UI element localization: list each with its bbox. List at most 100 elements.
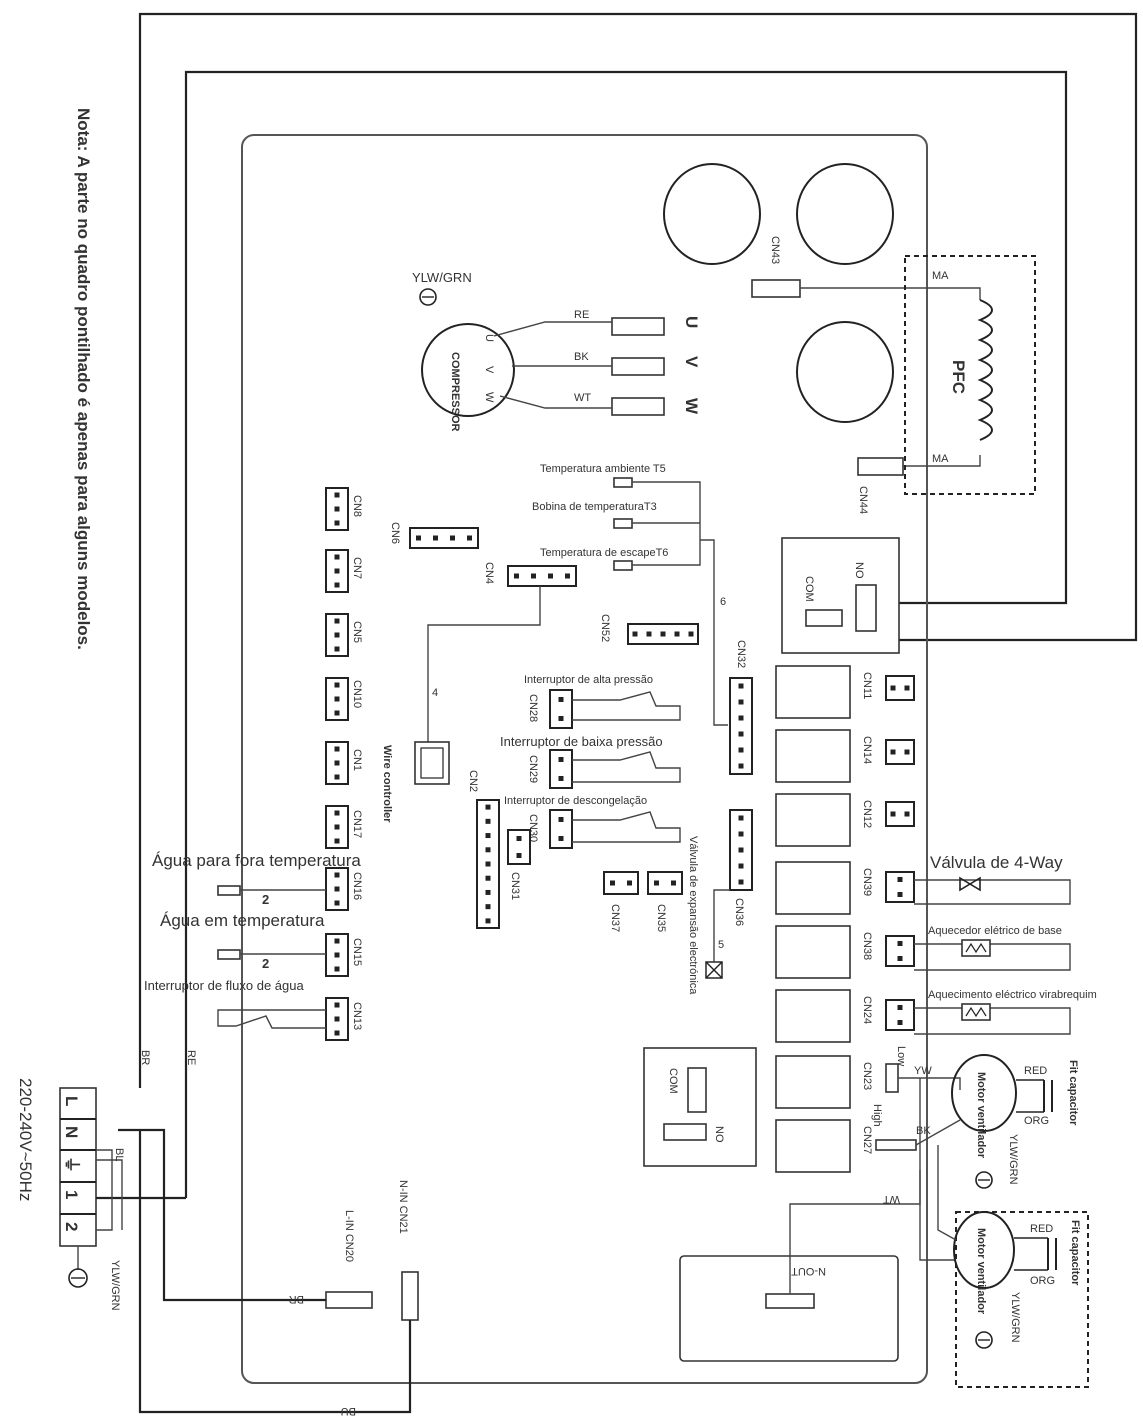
- sensor-t6-label: Temperatura de escapeT6: [540, 547, 668, 559]
- connector-pin: [897, 892, 903, 897]
- connector-pin: [890, 749, 896, 755]
- low-pressure-switch: [572, 751, 681, 783]
- connector-pin: [738, 831, 744, 837]
- cn5-label: CN5: [351, 621, 363, 643]
- connector-pin: [531, 573, 536, 579]
- compressor-v: V: [483, 366, 495, 374]
- cn43-ma-wire: [800, 287, 981, 300]
- connector-pin: [334, 1030, 340, 1036]
- connector-pin: [514, 573, 519, 579]
- re-label-main: RE: [185, 1050, 197, 1065]
- connector-pin: [558, 776, 564, 781]
- br-label-2: BR: [139, 1050, 151, 1065]
- connector-pin: [890, 685, 896, 691]
- compressor-u: U: [483, 334, 495, 342]
- connector-pin: [558, 836, 564, 841]
- connector-cn43-label: CN43: [769, 236, 781, 264]
- connector-pin: [904, 685, 910, 691]
- exp-valve-wire: [713, 889, 730, 962]
- relay-7: [775, 1055, 851, 1109]
- motor-low-terminal: [885, 1063, 899, 1093]
- compressor-ground-icon: [419, 288, 437, 306]
- relay-6: [775, 989, 851, 1043]
- connector-pin: [334, 710, 340, 716]
- terminal-1: 1: [62, 1190, 81, 1199]
- terminal-ground: ⏚: [62, 1156, 81, 1173]
- cn28-label: CN28: [527, 694, 539, 722]
- fan-motor-2: [953, 1211, 1015, 1289]
- n-out-label: N-OUT: [791, 1265, 826, 1277]
- bl-label: BL: [113, 1148, 125, 1161]
- uvw-terminal-v: [611, 357, 665, 376]
- crankcase-heater-label: Aquecimento eléctrico virabrequim: [928, 989, 1097, 1001]
- br-label-1: BR: [289, 1293, 304, 1305]
- base-heater-label: Aquecedor elétrico de base: [928, 925, 1062, 937]
- high-pressure-label: Interruptor de alta pressão: [524, 674, 653, 686]
- connector-pin: [334, 618, 340, 624]
- bu-supply-wire: [138, 1130, 412, 1414]
- sensor-t3: [613, 518, 633, 529]
- connector-pin: [627, 880, 632, 886]
- connector-pin: [334, 760, 340, 766]
- connector-pin: [610, 880, 615, 886]
- connector-cn11: [885, 675, 915, 701]
- connector-cn12: [885, 801, 915, 827]
- wt-wire: [789, 1170, 921, 1294]
- relay-8: [775, 1119, 851, 1173]
- motor-2-ylwgrn: YLW/GRN: [1009, 1292, 1021, 1343]
- sensor-t5: [613, 477, 633, 488]
- connector-pin: [334, 1002, 340, 1008]
- cn39-label: CN39: [861, 868, 873, 896]
- defrost-switch: [572, 811, 681, 843]
- sensor-t6: [613, 560, 633, 571]
- terminal-n: N: [62, 1126, 81, 1138]
- cn52-label: CN52: [599, 614, 611, 642]
- connector-pin: [558, 697, 564, 702]
- cn44-ma-wire: [903, 455, 981, 467]
- connector-pin: [485, 861, 491, 867]
- capacitor-2: [796, 163, 894, 265]
- motor-2-org: ORG: [1030, 1275, 1055, 1287]
- l-in-label: L-IN CN20: [343, 1210, 355, 1262]
- pfc-label: PFC: [949, 360, 968, 394]
- n-in-terminal: [401, 1271, 419, 1321]
- motor-1-red: RED: [1024, 1065, 1047, 1077]
- connector-cn24: [885, 999, 915, 1031]
- uvw-terminal-u: [611, 317, 665, 336]
- connector-pin: [467, 535, 472, 541]
- wire-re: [493, 321, 612, 337]
- cn1-label: CN1: [351, 749, 363, 771]
- connector-pin: [558, 817, 564, 822]
- cn27-label: CN27: [861, 1126, 873, 1154]
- sensor-t5-label: Temperatura ambiente T5: [540, 463, 666, 475]
- relay-2-com-label: COM: [667, 1068, 679, 1094]
- connector-cn39: [885, 871, 915, 903]
- connector-pin: [688, 631, 694, 637]
- connector-pin: [738, 731, 744, 737]
- connector-pin: [334, 966, 340, 972]
- connector-cn32: [729, 677, 753, 775]
- connector-pin: [558, 757, 564, 762]
- connector-pin: [558, 716, 564, 721]
- connector-pin: [890, 811, 896, 817]
- connector-cn43: [751, 279, 801, 298]
- motor-2-optional-box: [955, 1211, 1089, 1388]
- connector-pin: [738, 683, 744, 689]
- connector-pin: [433, 535, 438, 541]
- water-out-temp-label: Água para fora temperatura: [152, 851, 361, 870]
- connector-pin: [565, 573, 570, 579]
- supply-ground-label: YLW/GRN: [109, 1260, 121, 1311]
- relay-1: [775, 665, 851, 719]
- n-out-terminal: [765, 1293, 815, 1309]
- compressor-name: COMPRESSOR: [449, 352, 461, 432]
- bu-label: BU: [341, 1405, 356, 1417]
- motor-1-ylwgrn: YLW/GRN: [1007, 1134, 1019, 1185]
- cn4-label: CN4: [483, 562, 495, 584]
- connector-pin: [334, 646, 340, 652]
- connector-pin: [450, 535, 455, 541]
- motor-yw-label: YW: [914, 1065, 932, 1077]
- motor-2-red: RED: [1030, 1223, 1053, 1235]
- relay-5: [775, 925, 851, 979]
- fan-motor-1: [951, 1054, 1017, 1132]
